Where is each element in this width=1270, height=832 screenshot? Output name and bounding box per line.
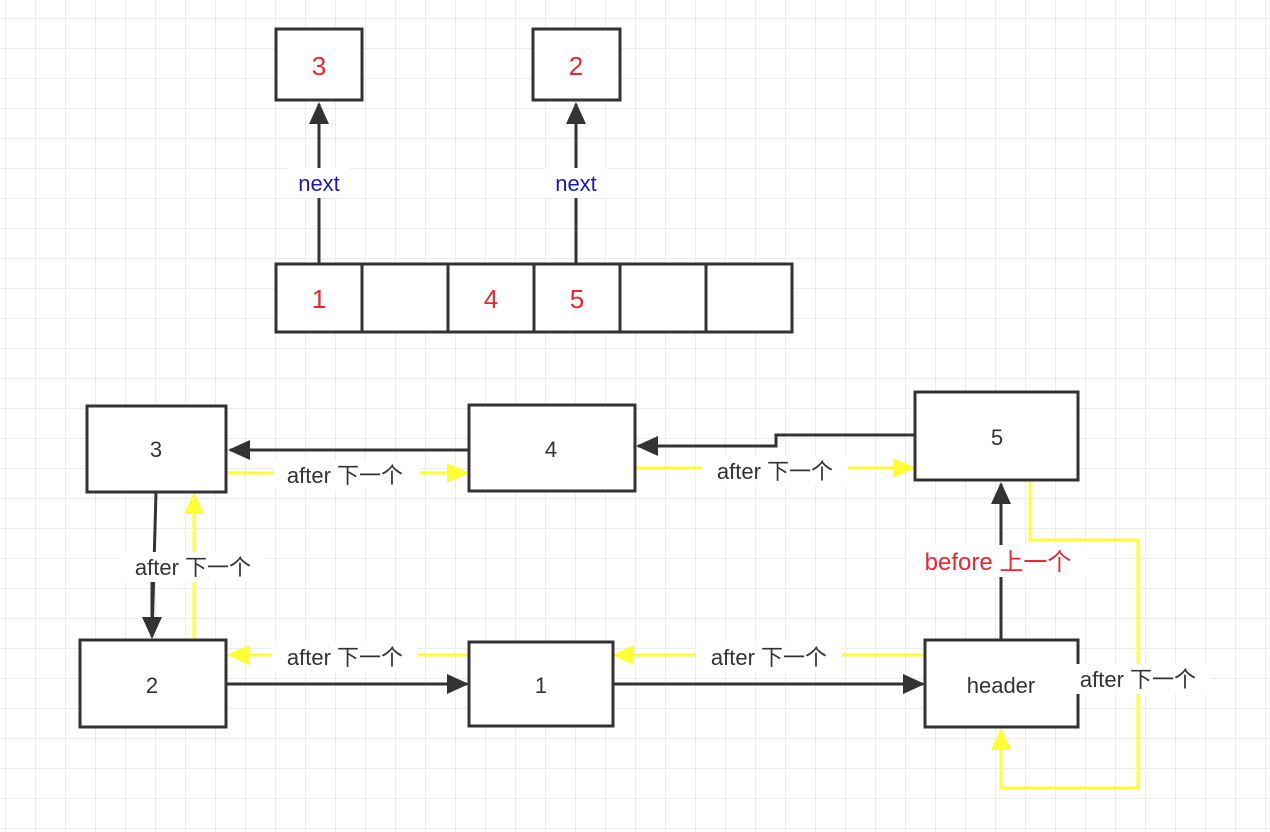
before-arrow-5-to-4 — [636, 433, 914, 456]
node-box — [531, 27, 622, 102]
label-bg — [908, 545, 1088, 577]
list-node-1: 1 — [467, 640, 615, 728]
node-box — [467, 403, 637, 493]
node-box — [467, 640, 615, 728]
after-label-5-header: after 下一个 — [1080, 667, 1196, 692]
node-box — [78, 638, 228, 729]
before-label-header-5: before 上一个 — [925, 549, 1072, 576]
after-label-2-3: after 下一个 — [135, 555, 251, 580]
node-value: 2 — [569, 51, 583, 81]
node-value: header — [967, 673, 1036, 698]
label-bg — [120, 552, 266, 582]
after-arrow-5-to-header — [991, 482, 1140, 790]
label-bg — [702, 456, 848, 486]
bucket-4 — [618, 262, 708, 334]
after-label-header-1: after 下一个 — [711, 645, 827, 670]
node-value: 3 — [312, 51, 326, 81]
list-node-3: 3 — [85, 404, 228, 494]
bucket-1 — [360, 262, 450, 334]
after-label-3-4: after 下一个 — [287, 463, 403, 488]
label-bg — [696, 642, 842, 672]
top-node-2: 2 — [531, 27, 622, 102]
node-box — [923, 638, 1080, 729]
list-node-header: header — [923, 638, 1080, 729]
list-node-4: 4 — [467, 403, 637, 493]
list-node-2: 2 — [78, 638, 228, 729]
label-bg — [274, 460, 420, 490]
next-label: next — [555, 171, 597, 196]
bucket-5 — [704, 262, 794, 334]
node-value: 2 — [146, 673, 158, 698]
bucket-2-value: 4 — [484, 284, 498, 314]
label-bg — [545, 168, 607, 198]
node-box — [85, 404, 228, 494]
node-value: 3 — [150, 437, 162, 462]
bucket-3-value: 5 — [570, 284, 584, 314]
node-value: 5 — [991, 425, 1003, 450]
node-box — [913, 390, 1080, 482]
bucket-0-value: 1 — [312, 284, 326, 314]
node-box — [274, 27, 364, 102]
after-label-4-5: after 下一个 — [717, 459, 833, 484]
node-value: 4 — [545, 437, 557, 462]
after-label-1-2: after 下一个 — [287, 645, 403, 670]
bucket-array: 1 4 5 — [274, 262, 794, 334]
node-value: 1 — [535, 673, 547, 698]
label-bg — [272, 642, 418, 672]
label-bg — [1065, 664, 1211, 694]
next-label: next — [298, 171, 340, 196]
list-node-5: 5 — [913, 390, 1080, 482]
label-bg — [288, 168, 350, 198]
top-node-3: 3 — [274, 27, 364, 102]
